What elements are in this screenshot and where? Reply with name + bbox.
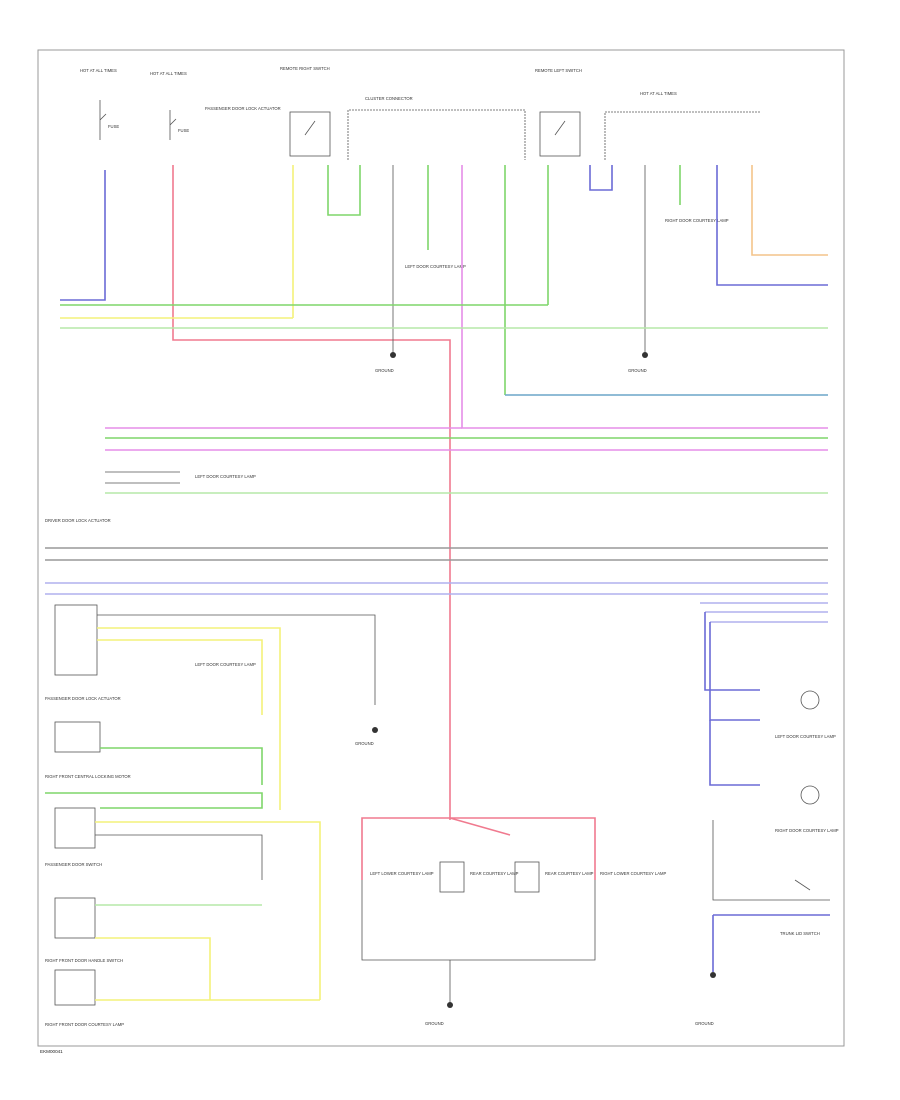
door-switch-label: PASSENGER DOOR SWITCH bbox=[45, 862, 102, 867]
wire-blue-1 bbox=[60, 170, 106, 301]
fuse-block-1: HOT AT ALL TIMES FUSE bbox=[60, 68, 119, 301]
left-lower-lamp-label: LEFT LOWER COURTESY LAMP bbox=[370, 871, 434, 876]
fuse-2-text: FUSE bbox=[178, 128, 189, 133]
wire-blue-3 bbox=[716, 165, 828, 286]
fuse-1-label: HOT AT ALL TIMES bbox=[80, 68, 117, 73]
remote-left-switch-label: REMOTE LEFT SWITCH bbox=[535, 68, 582, 73]
central-locking-motor-block: RIGHT FRONT CENTRAL LOCKING MOTOR bbox=[45, 721, 263, 785]
fuse-2-label: HOT AT ALL TIMES bbox=[150, 71, 187, 76]
middle-bus: LEFT DOOR COURTESY LAMP DRIVER DOOR LOCK… bbox=[45, 427, 828, 523]
cluster-connector-label: CLUSTER CONNECTOR bbox=[365, 96, 413, 101]
remote-left-switch: REMOTE LEFT SWITCH bbox=[535, 68, 582, 157]
driver-actuator-label: DRIVER DOOR LOCK ACTUATOR bbox=[45, 518, 111, 523]
handle-switch-label: RIGHT FRONT DOOR HANDLE SWITCH bbox=[45, 958, 123, 963]
lamp-label-2: RIGHT DOOR COURTESY LAMP bbox=[665, 218, 729, 223]
passenger-door-lock-block: GROUND LEFT DOOR COURTESY LAMP PASSENGER… bbox=[45, 604, 378, 810]
courtesy-lamp-label: RIGHT FRONT DOOR COURTESY LAMP bbox=[45, 1022, 124, 1027]
lamp-label-4: LEFT DOOR COURTESY LAMP bbox=[195, 662, 256, 667]
diagram-frame bbox=[37, 49, 845, 1047]
handle-switch-block: RIGHT FRONT DOOR HANDLE SWITCH bbox=[45, 897, 262, 1000]
fuse-1-text: FUSE bbox=[108, 124, 119, 129]
rear-lamp-left-label: REAR COURTESY LAMP bbox=[470, 871, 519, 876]
ground-5-label: GROUND bbox=[695, 1021, 714, 1026]
right-connector: HOT AT ALL TIMES bbox=[604, 91, 760, 160]
passenger-actuator-label: PASSENGER DOOR LOCK ACTUATOR bbox=[45, 696, 121, 701]
wire-red-main bbox=[172, 165, 451, 820]
right-components: LEFT DOOR COURTESY LAMP RIGHT DOOR COURT… bbox=[695, 612, 839, 1026]
courtesy-lamp-block: RIGHT FRONT DOOR COURTESY LAMP bbox=[45, 969, 320, 1027]
right-comp-label-2: RIGHT DOOR COURTESY LAMP bbox=[775, 828, 839, 833]
wire-blue-2 bbox=[589, 165, 613, 191]
trunk-switch-label: TRUNK LID SWITCH bbox=[780, 931, 820, 936]
door-switch-block: PASSENGER DOOR SWITCH bbox=[45, 792, 321, 1000]
remote-right-switch-label: REMOTE RIGHT SWITCH bbox=[280, 66, 330, 71]
ground-2-label: GROUND bbox=[628, 368, 647, 373]
ground-4-label: GROUND bbox=[425, 1021, 444, 1026]
footer-code: EKM00041 bbox=[40, 1049, 63, 1054]
remote-right-switch: REMOTE RIGHT SWITCH bbox=[280, 66, 331, 157]
right-lower-lamp-label: RIGHT LOWER COURTESY LAMP bbox=[600, 871, 667, 876]
lamp-label-1: LEFT DOOR COURTESY LAMP bbox=[405, 264, 466, 269]
ground-3-label: GROUND bbox=[355, 741, 374, 746]
ground-1-label: GROUND bbox=[375, 368, 394, 373]
wire-orange-1 bbox=[751, 165, 828, 256]
right-connector-label: HOT AT ALL TIMES bbox=[640, 91, 677, 96]
lamp-label-3: LEFT DOOR COURTESY LAMP bbox=[195, 474, 256, 479]
wire-green-1 bbox=[327, 165, 361, 216]
right-comp-label-1: LEFT DOOR COURTESY LAMP bbox=[775, 734, 836, 739]
fuse-block-2: HOT AT ALL TIMES FUSE PASSENGER DOOR LOC… bbox=[150, 71, 281, 140]
fuse-2-desc: PASSENGER DOOR LOCK ACTUATOR bbox=[205, 106, 281, 111]
central-motor-label: RIGHT FRONT CENTRAL LOCKING MOTOR bbox=[45, 774, 131, 779]
rear-lamp-right-label: REAR COURTESY LAMP bbox=[545, 871, 594, 876]
center-lamps: LEFT LOWER COURTESY LAMP REAR COURTESY L… bbox=[361, 817, 667, 1026]
cluster-connector: CLUSTER CONNECTOR bbox=[347, 96, 526, 160]
